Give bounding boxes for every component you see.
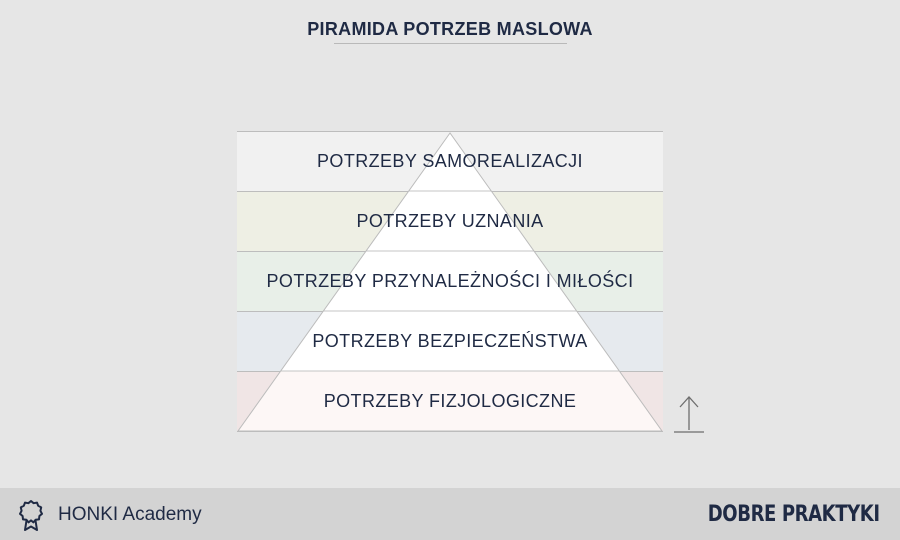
pyramid-diagram: POTRZEBY SAMOREALIZACJI POTRZEBY UZNANIA… bbox=[237, 131, 663, 432]
level-label-4: POTRZEBY BEZPIECZEŃSTWA bbox=[312, 331, 588, 351]
tagline: DOBRE PRAKTYKI bbox=[708, 502, 880, 527]
level-label-3: POTRZEBY PRZYNALEŻNOŚCI I MIŁOŚCI bbox=[266, 271, 634, 291]
pyramid-triangle bbox=[237, 132, 663, 432]
arrow-up-icon bbox=[674, 396, 704, 433]
level-label-2: POTRZEBY UZNANIA bbox=[356, 211, 544, 231]
award-ribbon-icon bbox=[19, 500, 43, 531]
title-underline bbox=[334, 43, 567, 44]
level-label-5: POTRZEBY FIZJOLOGICZNE bbox=[323, 391, 577, 411]
footer-bar: HONKI Academy DOBRE PRAKTYKI bbox=[0, 488, 900, 540]
page-title: PIRAMIDA POTRZEB MASLOWA bbox=[307, 19, 593, 39]
level-label-1: POTRZEBY SAMOREALIZACJI bbox=[317, 151, 583, 171]
brand-name: HONKI Academy bbox=[58, 504, 202, 525]
